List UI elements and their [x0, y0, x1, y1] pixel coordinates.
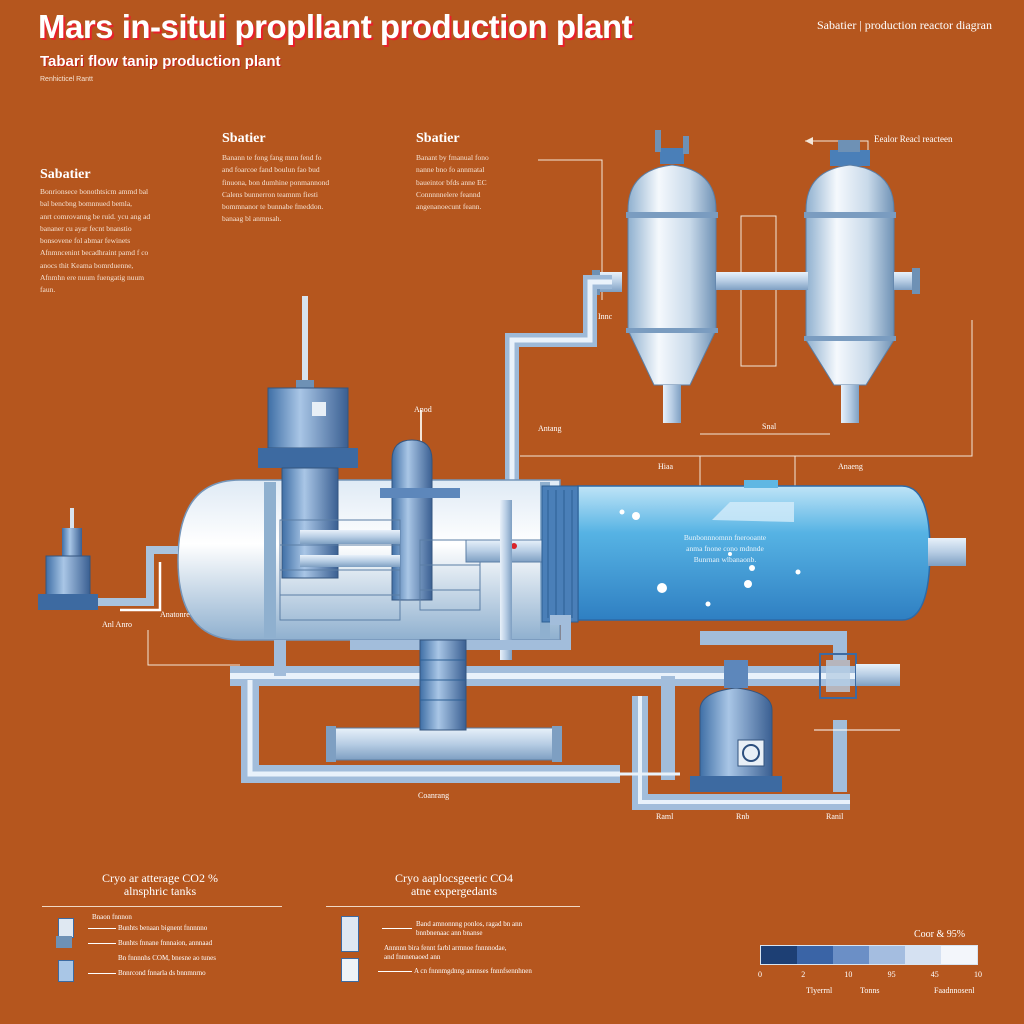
lower-pump — [690, 660, 782, 792]
page-subtitle: Tabari flow tanip production plant — [40, 53, 281, 70]
mid-block-heading: Sbatier — [222, 131, 266, 146]
mid-swatch-1 — [341, 916, 359, 952]
leader-2 — [88, 943, 116, 944]
scale-label-2: Tonns — [860, 986, 880, 995]
left-outlet-label: Hiaa — [658, 462, 674, 471]
bottom-label-b: Rnb — [736, 812, 750, 821]
legend-row-3: Bunhts fnnane fnnnaion, annnaad — [118, 939, 213, 947]
right-block-text: Banant by fmanual fono nanne bno fo annm… — [416, 153, 489, 212]
scale-tick-label: 10 — [844, 970, 853, 979]
bottom-left-divider — [42, 906, 282, 907]
legend-row-4: Bn fnnnnhs COM, bnesne ao tunes — [118, 954, 216, 962]
reactor-label: Eealor Reacl reacteen — [874, 134, 953, 144]
bottom-mid-divider — [326, 906, 580, 907]
legend-swatch-1 — [58, 918, 74, 938]
mid-swatch-2 — [341, 958, 359, 982]
leader-1 — [88, 928, 116, 929]
scale-segment — [833, 946, 869, 964]
bottom-left-heading: Cryo ar atterage CO2 % alnsphric tanks — [102, 871, 218, 898]
scale-tick-label: 2 — [801, 970, 806, 979]
scale-segment — [797, 946, 833, 964]
bottom-mid-heading: Cryo aaplocsgeeric CO4 atne expergedants — [395, 871, 513, 898]
scale-tick-label: 10 — [974, 970, 982, 979]
mid-block-text: Banann te fong fang mnn fend fo and foar… — [222, 153, 330, 224]
bottom-label-a: Raml — [656, 812, 674, 821]
scale-segment — [941, 946, 977, 964]
column-label: Anod — [414, 405, 432, 414]
color-scale-bar — [760, 945, 978, 965]
blue-storage-tank — [541, 480, 966, 623]
bottom-label-c: Ranil — [826, 812, 844, 821]
scale-tick-label: 0 — [758, 970, 762, 979]
condenser-label: Coanrang — [418, 791, 450, 800]
right-block-heading: Sbatier — [416, 131, 460, 146]
scale-label-1: Tlyerrnl — [806, 986, 833, 995]
pump-label: Anl Anro — [102, 620, 132, 629]
scale-segment — [869, 946, 905, 964]
mid-leader-2 — [378, 971, 412, 972]
scale-ticks: 0 2 10 95 45 10 — [756, 970, 982, 982]
legend-row-2: Bunhts benaan bignent fnnnnno — [118, 924, 208, 932]
left-block-heading: Sabatier — [40, 167, 91, 182]
upper-reactor-right — [804, 140, 896, 423]
scale-title: Coor & 95% — [914, 929, 966, 940]
scale-segment — [905, 946, 941, 964]
scale-segment — [761, 946, 797, 964]
scale-label-3: Faadnnosenl — [934, 986, 975, 995]
page-title: Mars in-situi propllant production plant — [38, 8, 633, 45]
diagram-caption: Sabatier | production reactor diagran — [817, 18, 992, 32]
scale-tick-label: 95 — [887, 970, 896, 979]
right-outlet-label: Anaeng — [838, 462, 863, 471]
mid-row-1: Band amnonnng ponlos, ragad bn ann bnnbn… — [416, 920, 523, 937]
legend-swatch-3 — [58, 960, 74, 982]
legend-swatch-2 — [56, 936, 72, 948]
pump-label-2: Anatonre — [160, 610, 190, 619]
tank-annotation: Bunbonnnomnn fnerooante anma fnone cono … — [683, 533, 767, 564]
leader-3 — [88, 973, 116, 974]
small-caption: Renhicticel Rantt — [40, 76, 93, 83]
inlet-label: Innc — [598, 312, 613, 321]
riser-label: Antang — [538, 424, 562, 433]
legend-row-5: Bnnrcond fnnarla ds bnnmnrno — [118, 969, 206, 977]
legend-row-1: Bnaon fnnnon — [92, 913, 132, 921]
flow-label: Snal — [762, 422, 777, 431]
mid-row-3: A cn fnnnmgdnng annnses fnnnfsennhnen — [414, 967, 532, 975]
mid-row-2: Annnnn bira fennt farbl arrnnoe fnnnnoda… — [384, 944, 507, 961]
left-block-text: Bonrionsece bonothtsicm ammd bal bal ben… — [40, 187, 151, 295]
mid-leader-1 — [382, 928, 412, 929]
scale-tick-label: 45 — [930, 970, 939, 979]
